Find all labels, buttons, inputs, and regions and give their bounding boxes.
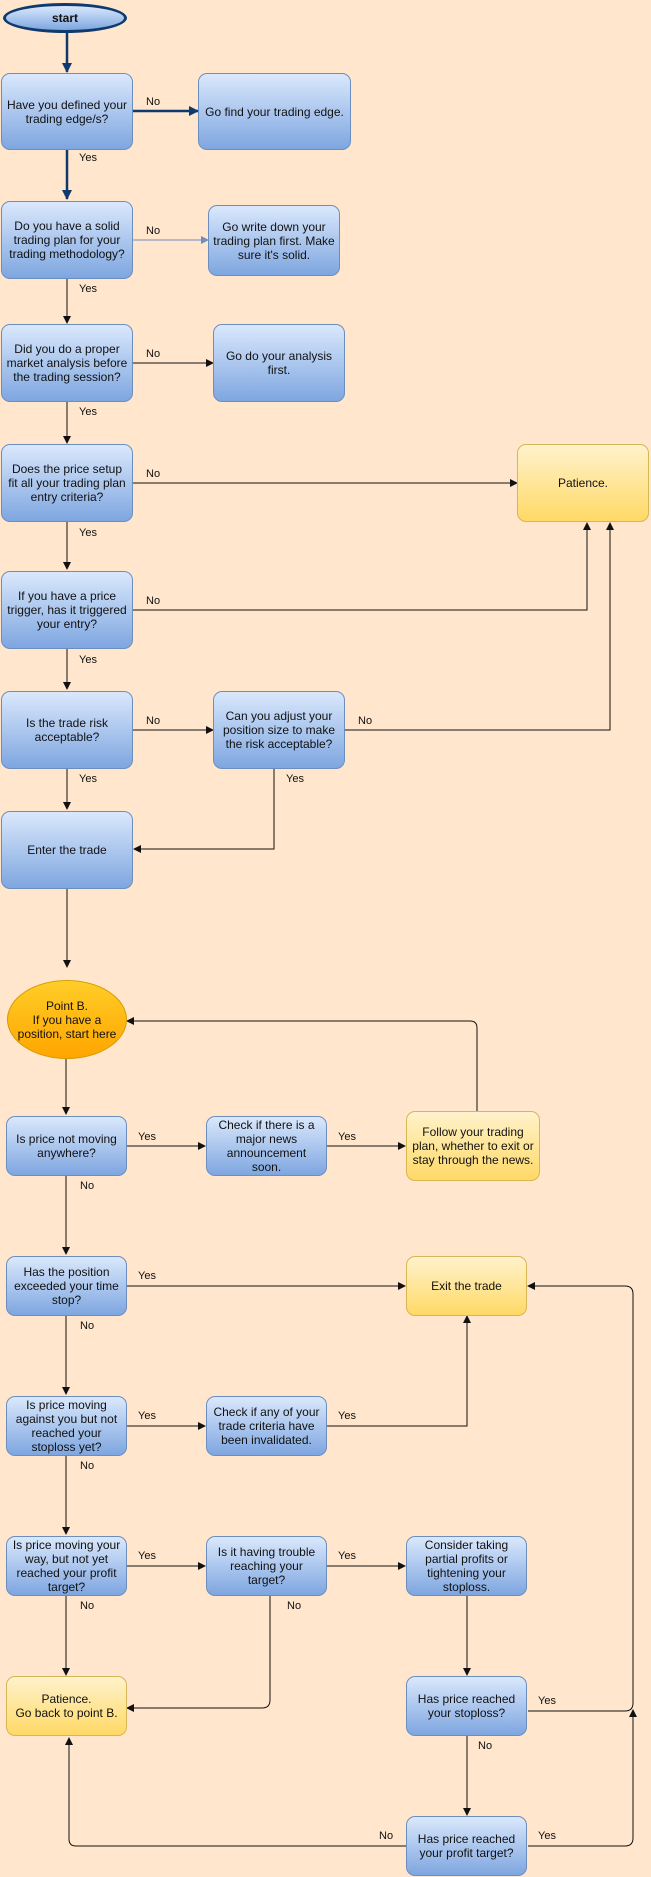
- question-trouble-target: Is it having trouble reaching your targe…: [206, 1536, 327, 1596]
- action-check-news-text: Check if there is a major news announcem…: [218, 1118, 315, 1174]
- action-check-criteria-text: Check if any of your trade criteria have…: [213, 1405, 320, 1447]
- exit-trade-node-text: Exit the trade: [431, 1279, 502, 1293]
- question-market-analysis: Did you do a proper market analysis befo…: [1, 324, 133, 402]
- action-do-analysis: Go do your analysis first.: [213, 324, 345, 402]
- label-profit-yes: Yes: [538, 1830, 556, 1842]
- patience-go-back-node: Patience. Go back to point B.: [6, 1676, 127, 1736]
- label-edge-yes: Yes: [79, 152, 97, 164]
- question-reached-stoploss-text: Has price reached your stoploss?: [417, 1692, 516, 1720]
- label-news-yes: Yes: [338, 1131, 356, 1143]
- patience-go-back-node-text: Patience. Go back to point B.: [15, 1692, 118, 1720]
- question-trouble-target-text: Is it having trouble reaching your targe…: [217, 1545, 316, 1587]
- question-reached-profit-text: Has price reached your profit target?: [417, 1832, 516, 1860]
- arrow-trouble-no: [126, 1596, 271, 1712]
- label-risk-yes: Yes: [79, 773, 97, 785]
- question-price-trigger-text: If you have a price trigger, has it trig…: [7, 589, 127, 631]
- arrow-follow-to-b: [126, 1017, 478, 1111]
- arrow-criteria-yes: [327, 1315, 471, 1427]
- action-consider-partial-text: Consider taking partial profits or tight…: [424, 1538, 509, 1594]
- action-find-edge-text: Go find your trading edge.: [205, 104, 344, 119]
- label-stoploss-yes: Yes: [538, 1695, 556, 1707]
- action-consider-partial: Consider taking partial profits or tight…: [406, 1536, 527, 1596]
- label-plan-no: No: [146, 225, 161, 237]
- label-profit-no: No: [379, 1830, 394, 1842]
- question-price-against-text: Is price moving against you but not reac…: [15, 1398, 118, 1454]
- label-timestop-yes: Yes: [138, 1270, 156, 1282]
- label-plan-yes: Yes: [79, 283, 97, 295]
- question-trading-plan: Do you have a solid trading plan for you…: [1, 201, 133, 279]
- question-trade-risk-text: Is the trade risk acceptable?: [25, 716, 109, 744]
- question-trading-edge-text: Have you defined your trading edge/s?: [6, 97, 128, 126]
- question-time-stop: Has the position exceeded your time stop…: [6, 1256, 127, 1316]
- label-stoploss-no: No: [478, 1740, 493, 1752]
- question-reached-profit: Has price reached your profit target?: [406, 1816, 527, 1876]
- action-check-criteria: Check if any of your trade criteria have…: [206, 1396, 327, 1456]
- patience-node-text: Patience.: [557, 476, 609, 490]
- question-price-your-way: Is price moving your way, but not yet re…: [6, 1536, 127, 1596]
- question-trading-plan-text: Do you have a solid trading plan for you…: [9, 219, 125, 261]
- label-yourway-yes: Yes: [138, 1550, 156, 1562]
- start-label: start: [51, 11, 78, 25]
- label-criteria-yes: Yes: [338, 1410, 356, 1422]
- question-price-not-moving-text: Is price not moving anywhere?: [16, 1132, 117, 1160]
- question-trade-risk: Is the trade risk acceptable?: [1, 691, 133, 769]
- label-setup-no: No: [146, 468, 161, 480]
- label-against-no: No: [80, 1460, 95, 1472]
- question-trading-edge: Have you defined your trading edge/s?: [1, 73, 133, 150]
- enter-trade-node-text: Enter the trade: [27, 843, 107, 857]
- arrow-profit-no: [65, 1737, 406, 1847]
- arrow-trigger-no: [133, 522, 591, 611]
- label-risk-no: No: [146, 715, 161, 727]
- label-trigger-yes: Yes: [79, 654, 97, 666]
- label-trouble-yes: Yes: [338, 1550, 356, 1562]
- label-timestop-no: No: [80, 1320, 95, 1332]
- label-yourway-no: No: [80, 1600, 95, 1612]
- action-follow-plan-text: Follow your trading plan, whether to exi…: [412, 1125, 534, 1167]
- label-adjust-yes: Yes: [286, 773, 304, 785]
- question-adjust-size-text: Can you adjust your position size to mak…: [222, 709, 336, 751]
- action-check-news: Check if there is a major news announcem…: [206, 1116, 327, 1176]
- patience-node: Patience.: [517, 444, 649, 522]
- question-market-analysis-text: Did you do a proper market analysis befo…: [6, 342, 128, 384]
- label-edge-no: No: [146, 96, 161, 108]
- action-write-plan-text: Go write down your trading plan first. M…: [213, 219, 335, 262]
- label-analysis-yes: Yes: [79, 406, 97, 418]
- question-time-stop-text: Has the position exceeded your time stop…: [14, 1265, 119, 1307]
- label-trouble-no: No: [287, 1600, 302, 1612]
- arrow-profit-yes: [528, 1709, 637, 1847]
- action-find-edge: Go find your trading edge.: [198, 73, 351, 150]
- arrow-adjust-yes: [133, 769, 275, 853]
- label-notmoving-no: No: [80, 1180, 95, 1192]
- label-notmoving-yes: Yes: [138, 1131, 156, 1143]
- point-b-node: Point B. If you have a position, start h…: [7, 980, 127, 1059]
- label-trigger-no: No: [146, 595, 161, 607]
- label-analysis-no: No: [146, 348, 161, 360]
- label-adjust-no: No: [358, 715, 373, 727]
- action-do-analysis-text: Go do your analysis first.: [225, 349, 333, 377]
- question-price-your-way-text: Is price moving your way, but not yet re…: [12, 1538, 121, 1594]
- start-node: start: [3, 3, 127, 33]
- label-setup-yes: Yes: [79, 527, 97, 539]
- question-price-setup-text: Does the price setup fit all your tradin…: [8, 462, 126, 504]
- enter-trade-node: Enter the trade: [1, 811, 133, 889]
- question-price-not-moving: Is price not moving anywhere?: [6, 1116, 127, 1176]
- question-price-setup: Does the price setup fit all your tradin…: [1, 444, 133, 522]
- question-price-against: Is price moving against you but not reac…: [6, 1396, 127, 1456]
- arrow-adjust-no: [345, 522, 614, 731]
- point-b-node-text: Point B. If you have a position, start h…: [17, 998, 117, 1041]
- action-follow-plan: Follow your trading plan, whether to exi…: [406, 1111, 540, 1181]
- question-adjust-size: Can you adjust your position size to mak…: [213, 691, 345, 769]
- question-price-trigger: If you have a price trigger, has it trig…: [1, 571, 133, 649]
- question-reached-stoploss: Has price reached your stoploss?: [406, 1676, 527, 1736]
- exit-trade-node: Exit the trade: [406, 1256, 527, 1316]
- arrow-stoploss-yes: [527, 1282, 634, 1712]
- label-against-yes: Yes: [138, 1410, 156, 1422]
- action-write-plan: Go write down your trading plan first. M…: [208, 205, 340, 276]
